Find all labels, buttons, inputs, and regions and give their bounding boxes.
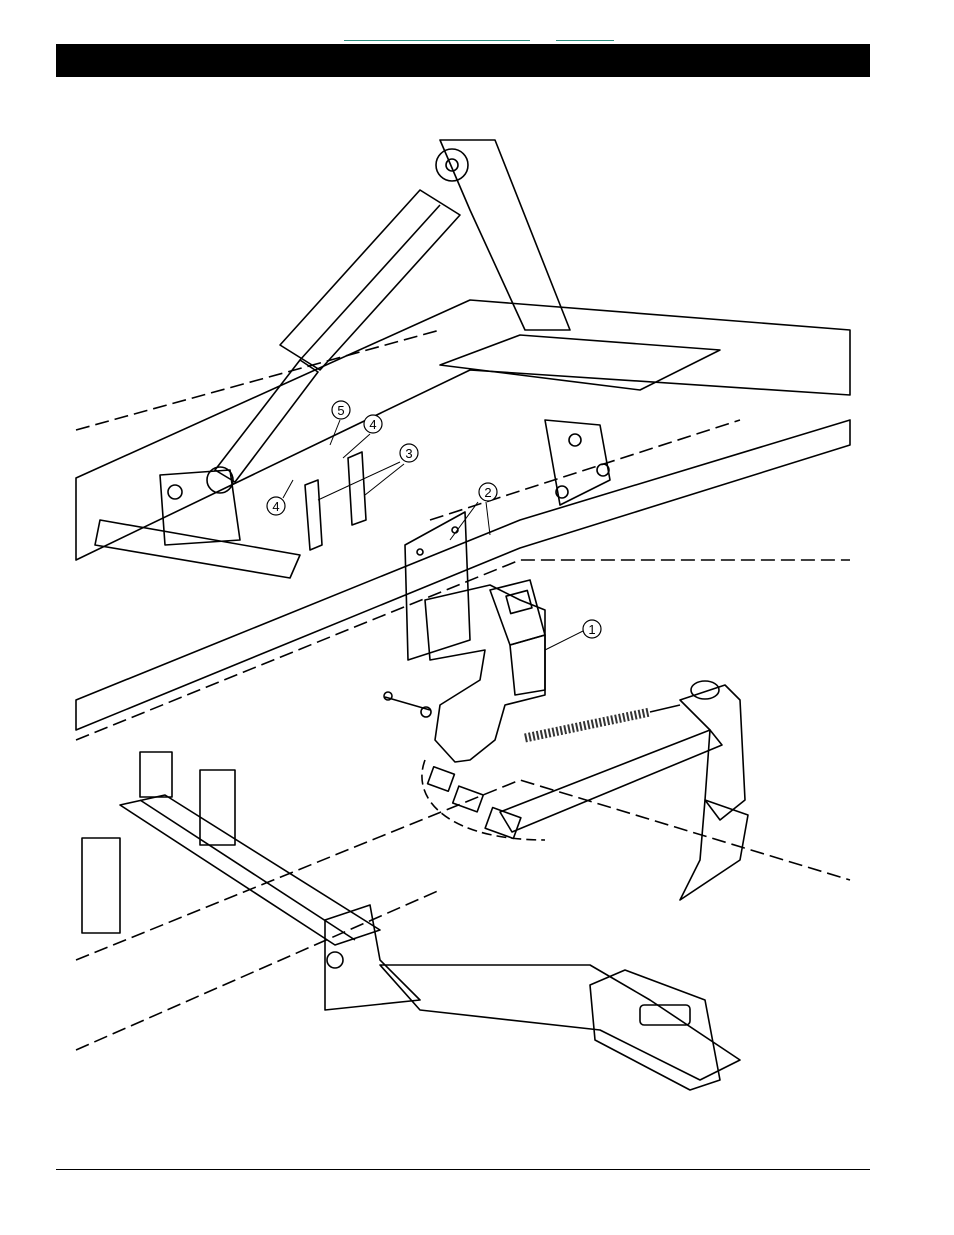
- header-bar: [56, 44, 870, 77]
- callout-5: 5: [332, 401, 350, 419]
- header-links: [344, 34, 614, 42]
- callout-4b: 4: [267, 497, 285, 515]
- strut-tube: [95, 520, 300, 578]
- tongue: [380, 965, 740, 1080]
- shank-tube: [500, 730, 722, 832]
- svg-text:1: 1: [588, 622, 595, 637]
- spring: [525, 712, 650, 738]
- svg-text:4: 4: [369, 417, 376, 432]
- bushing-2: [453, 786, 484, 812]
- leader-2b: [486, 502, 490, 535]
- shank-holder: [425, 585, 545, 762]
- svg-text:3: 3: [405, 446, 412, 461]
- frame-beam-rear: [76, 420, 850, 730]
- callout-4a: 4: [364, 415, 382, 433]
- lift-bracket-left: [160, 470, 240, 545]
- hydraulic-cylinder: [280, 190, 460, 370]
- exploded-parts-diagram: 1 2 3 4 4 5: [60, 120, 860, 1110]
- cylinder-rod: [215, 360, 318, 482]
- mast-plate: [440, 140, 570, 330]
- cylinder-pin-top: [436, 149, 468, 181]
- svg-text:4: 4: [272, 499, 279, 514]
- leader-4b: [283, 480, 293, 498]
- leader-3a: [318, 462, 400, 500]
- toolbar-lower: [120, 795, 380, 945]
- svg-text:5: 5: [337, 403, 344, 418]
- leader-2a: [450, 502, 478, 540]
- u-bolt-1: [305, 480, 322, 550]
- shank-point: [680, 800, 748, 900]
- post-mid: [200, 770, 235, 845]
- callout-1: 1: [583, 620, 601, 638]
- leader-1: [545, 630, 585, 650]
- header-link-1[interactable]: [344, 40, 530, 41]
- u-bolt-2: [348, 452, 366, 525]
- callout-3: 3: [400, 444, 418, 462]
- bushing-3: [485, 808, 521, 839]
- side-plate-right: [545, 420, 610, 505]
- svg-text:2: 2: [484, 485, 491, 500]
- frame-beam-front: [76, 300, 850, 560]
- shank-standard: [680, 685, 745, 820]
- mast-block: [440, 335, 720, 390]
- footer-rule: [56, 1169, 870, 1170]
- mounting-plate: [405, 512, 470, 660]
- post-left: [82, 838, 120, 933]
- bushing-1: [428, 767, 455, 791]
- leader-5: [330, 420, 340, 445]
- post-left-2: [140, 752, 172, 797]
- hitch-stand: [590, 970, 720, 1090]
- header-link-2[interactable]: [556, 40, 614, 41]
- callout-2: 2: [479, 483, 497, 501]
